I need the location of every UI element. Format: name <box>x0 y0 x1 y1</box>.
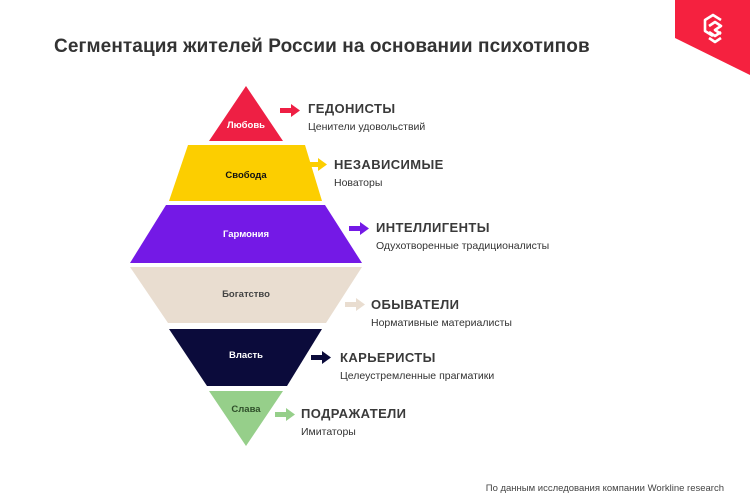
segment-shape-garmoniya <box>130 205 362 263</box>
segment-shape-vlast <box>169 329 322 386</box>
segment-label-bogatstvo: Богатство <box>222 289 270 300</box>
arrow-icon-vlast <box>311 351 331 364</box>
segment-shape-lyubov <box>209 86 283 141</box>
segment-type-heading: НЕЗАВИСИМЫЕ <box>334 157 444 172</box>
segment-description-slava: ПОДРАЖАТЕЛИ Имитаторы <box>301 406 406 438</box>
brand-logo <box>675 0 750 75</box>
stacked-layers-logo-icon <box>703 13 723 44</box>
segment-type-subtitle: Новаторы <box>334 177 383 189</box>
segment-description-svoboda: НЕЗАВИСИМЫЕ Новаторы <box>334 157 444 189</box>
segment-label-garmoniya: Гармония <box>222 229 270 240</box>
segment-type-heading: ПОДРАЖАТЕЛИ <box>301 406 407 421</box>
segment-type-subtitle: Имитаторы <box>301 426 356 438</box>
arrow-icon-bogatstvo <box>345 298 365 311</box>
segment-label-svoboda: Свобода <box>225 170 267 181</box>
arrow-icon-slava <box>275 408 295 421</box>
segment-type-subtitle: Одухотворенные традиционалисты <box>376 240 550 252</box>
segment-shape-svoboda <box>169 145 322 201</box>
segment-description-lyubov: ГЕДОНИСТЫ Ценители удовольствий <box>308 101 425 133</box>
arrow-icon-lyubov <box>280 104 300 117</box>
segment-shape-bogatstvo <box>130 267 362 323</box>
segment-description-garmoniya: ИНТЕЛЛИГЕНТЫ Одухотворенные традиционали… <box>376 220 549 252</box>
segment-type-heading: КАРЬЕРИСТЫ <box>340 350 436 365</box>
segment-description-bogatstvo: ОБЫВАТЕЛИ Нормативные материалисты <box>371 297 512 329</box>
segment-description-vlast: КАРЬЕРИСТЫ Целеустремленные прагматики <box>340 350 494 382</box>
segment-type-subtitle: Целеустремленные прагматики <box>340 370 495 382</box>
segment-type-heading: ГЕДОНИСТЫ <box>308 101 396 116</box>
segment-shape-slava <box>209 391 283 446</box>
segment-type-heading: ОБЫВАТЕЛИ <box>371 297 460 312</box>
source-note: По данным исследования компании Workline… <box>485 483 724 494</box>
segment-type-subtitle: Нормативные материалисты <box>371 317 512 329</box>
segment-type-subtitle: Ценители удовольствий <box>308 121 426 133</box>
arrow-icon-svoboda <box>307 158 327 171</box>
segment-label-lyubov: Любовь <box>226 120 266 131</box>
arrow-icon-garmoniya <box>349 222 369 235</box>
segment-type-heading: ИНТЕЛЛИГЕНТЫ <box>376 220 490 235</box>
segment-label-slava: Слава <box>231 404 261 415</box>
segment-label-vlast: Власть <box>229 350 263 361</box>
page-title: Сегментация жителей России на основании … <box>54 36 590 57</box>
